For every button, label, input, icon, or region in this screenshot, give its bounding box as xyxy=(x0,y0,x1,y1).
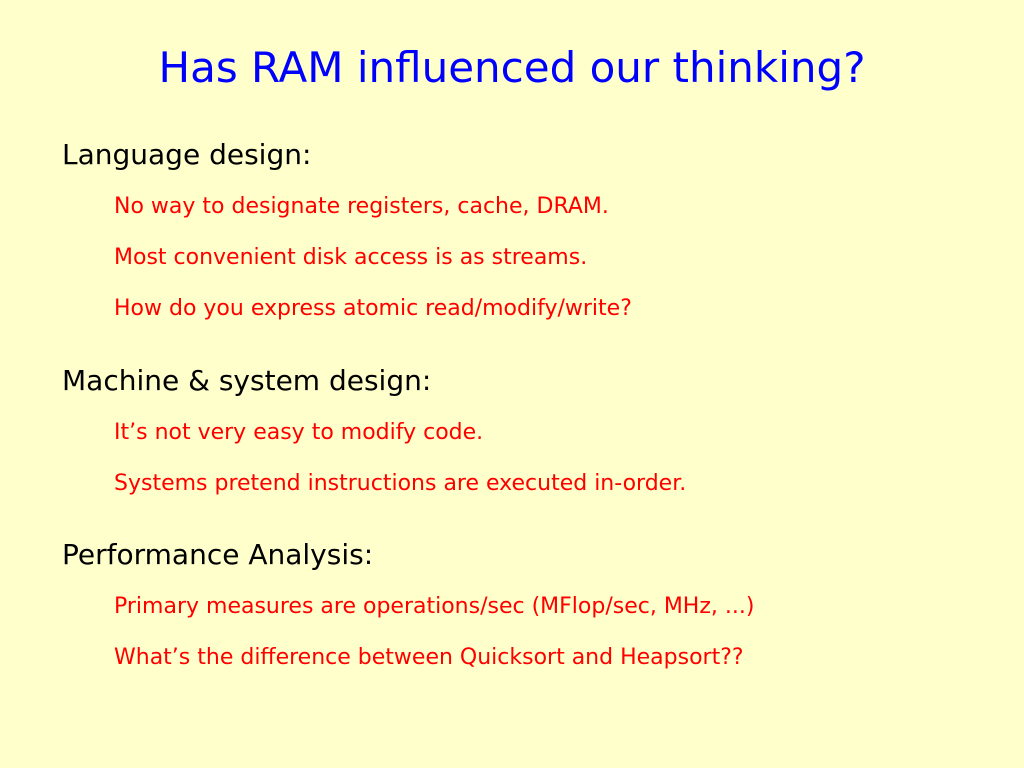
section-language-design: Language design: No way to designate reg… xyxy=(62,135,632,325)
section-heading: Performance Analysis: xyxy=(62,538,374,571)
bullet-item: It’s not very easy to modify code. xyxy=(114,420,484,445)
slide-title: Has RAM influenced our thinking? xyxy=(158,43,866,92)
bullet-item: Most convenient disk access is as stream… xyxy=(114,245,588,270)
section-heading: Machine & system design: xyxy=(62,364,432,397)
bullet-item: What’s the difference between Quicksort … xyxy=(114,645,744,670)
bullet-item: No way to designate registers, cache, DR… xyxy=(114,194,609,219)
bullet-item: How do you express atomic read/modify/wr… xyxy=(114,296,632,321)
section-machine-system-design: Machine & system design: It’s not very e… xyxy=(62,361,686,500)
bullet-item: Primary measures are operations/sec (MFl… xyxy=(114,594,755,619)
bullet-item: Systems pretend instructions are execute… xyxy=(114,471,687,496)
section-performance-analysis: Performance Analysis: Primary measures a… xyxy=(62,535,754,674)
section-heading: Language design: xyxy=(62,138,312,171)
